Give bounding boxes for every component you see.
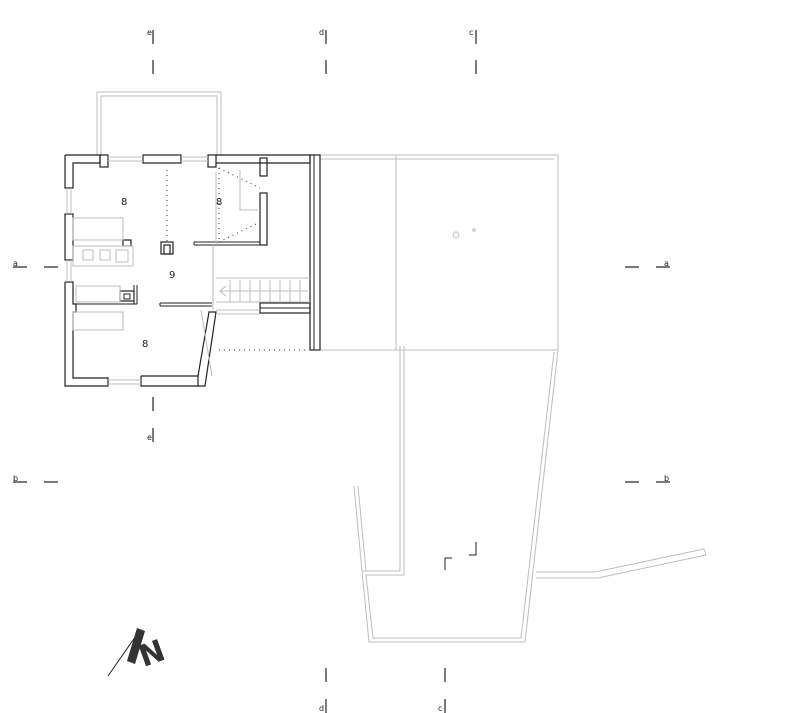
section-marker-e-top: e (147, 28, 154, 74)
section-marker-b-right: b (625, 474, 670, 483)
section-label-a-right: a (664, 259, 669, 268)
building-walls (64, 154, 321, 387)
room-label-8-east: 8 (216, 197, 222, 208)
section-label-d-bottom: d (319, 704, 324, 713)
section-label-d-top: d (319, 28, 324, 37)
room-label-9: 9 (169, 270, 175, 281)
section-marker-e-bottom: e (147, 397, 154, 442)
section-marker-a-left: a (13, 259, 58, 268)
room-label-8-west: 8 (121, 197, 127, 208)
room-label-8-south: 8 (142, 339, 148, 350)
overhead-dotted-lines (166, 167, 308, 351)
section-marker-d-top: d (319, 28, 327, 74)
north-arrow-bar-icon (127, 628, 145, 664)
section-label-b-right: b (664, 474, 669, 483)
section-marker-b-left: b (13, 474, 58, 483)
section-marker-d-bottom: d (319, 668, 327, 713)
section-label-e-top: e (147, 28, 152, 37)
north-arrow-label: N (134, 633, 170, 674)
section-label-b-left: b (13, 474, 18, 483)
level-marks (444, 542, 477, 570)
interior-fittings (66, 156, 310, 385)
section-marker-c-bottom: c (438, 668, 446, 713)
section-marker-c-top: c (469, 28, 477, 74)
section-marker-a-right: a (625, 259, 670, 268)
section-label-a-left: a (13, 259, 18, 268)
site-outline (96, 91, 707, 643)
section-label-c-bottom: c (438, 704, 442, 713)
section-label-e-bottom: e (147, 433, 152, 442)
section-label-c-top: c (469, 28, 473, 37)
north-arrow: N (107, 628, 170, 677)
